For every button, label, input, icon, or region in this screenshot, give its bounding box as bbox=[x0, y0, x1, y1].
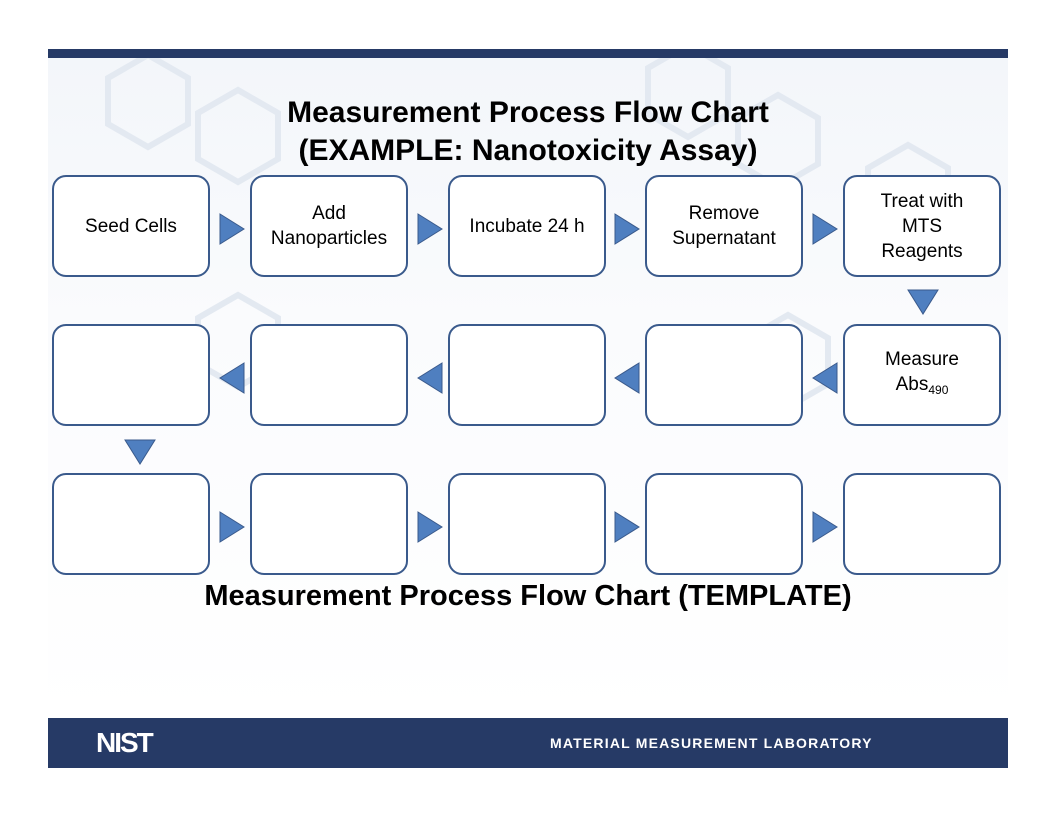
arrow-right-icon bbox=[219, 511, 245, 543]
top-banner bbox=[48, 49, 1008, 58]
empty-step-box bbox=[250, 473, 408, 575]
empty-step-box bbox=[645, 324, 803, 426]
step-box-measure-abs: Measure Abs490 bbox=[843, 324, 1001, 426]
template-title: Measurement Process Flow Chart (TEMPLATE… bbox=[204, 580, 852, 612]
step-label: Incubate 24 h bbox=[469, 215, 585, 237]
empty-step-box bbox=[448, 324, 606, 426]
nist-logo: NIST bbox=[96, 727, 154, 758]
empty-step-box bbox=[843, 473, 1001, 575]
arrow-right-icon bbox=[812, 511, 838, 543]
arrow-down-icon bbox=[124, 439, 156, 465]
step-label: Add Nanoparticles bbox=[270, 203, 388, 249]
abs-subscript: 490 bbox=[928, 383, 949, 397]
arrow-right-icon bbox=[417, 213, 443, 245]
step-box-incubate: Incubate 24 h bbox=[448, 175, 606, 277]
step-label: Measure Abs bbox=[885, 349, 959, 395]
step-box-seed-cells: Seed Cells bbox=[52, 175, 210, 277]
arrow-down-icon bbox=[907, 289, 939, 315]
title-line-1: Measurement Process Flow Chart bbox=[287, 96, 769, 129]
step-label: Treat with MTS Reagents bbox=[880, 190, 964, 262]
empty-step-box bbox=[52, 324, 210, 426]
arrow-right-icon bbox=[812, 213, 838, 245]
arrow-right-icon bbox=[614, 511, 640, 543]
title-line-2: (EXAMPLE: Nanotoxicity Assay) bbox=[298, 134, 758, 167]
step-box-remove-supernatant: Remove Supernatant bbox=[645, 175, 803, 277]
lab-name: MATERIAL MEASUREMENT LABORATORY bbox=[550, 735, 873, 751]
arrow-left-icon bbox=[614, 362, 640, 394]
page-title: Measurement Process Flow Chart (EXAMPLE:… bbox=[48, 94, 1008, 170]
empty-step-box bbox=[52, 473, 210, 575]
empty-step-box bbox=[250, 324, 408, 426]
arrow-right-icon bbox=[417, 511, 443, 543]
empty-step-box bbox=[448, 473, 606, 575]
arrow-left-icon bbox=[417, 362, 443, 394]
arrow-right-icon bbox=[614, 213, 640, 245]
step-box-treat-mts: Treat with MTS Reagents bbox=[843, 175, 1001, 277]
step-box-add-nanoparticles: Add Nanoparticles bbox=[250, 175, 408, 277]
empty-step-box bbox=[645, 473, 803, 575]
arrow-left-icon bbox=[219, 362, 245, 394]
arrow-right-icon bbox=[219, 213, 245, 245]
step-label: Remove Supernatant bbox=[672, 203, 776, 249]
step-label: Seed Cells bbox=[85, 215, 177, 237]
arrow-left-icon bbox=[812, 362, 838, 394]
footer-banner: NIST MATERIAL MEASUREMENT LABORATORY bbox=[48, 718, 1008, 768]
